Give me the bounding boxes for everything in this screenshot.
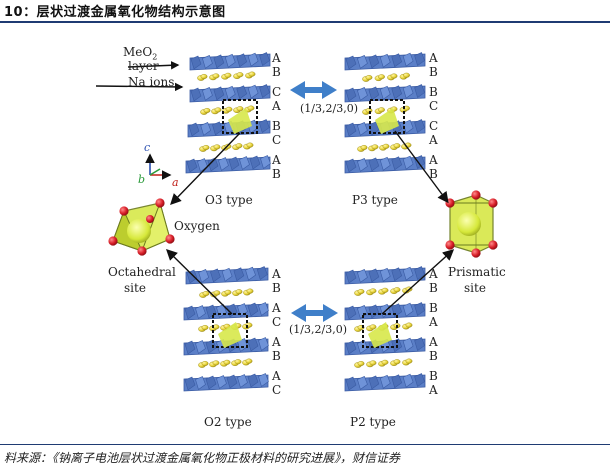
p2-stacking-letter: A [429,335,438,349]
p2-na-row-1 [354,286,413,296]
header-bar: 10：层状过渡金属氧化物结构示意图 [0,0,610,23]
o2-stacking-letter: B [272,349,281,363]
p3-stacking-letter: B [429,65,438,79]
o3-na-row-1 [197,71,256,81]
o2-layer-4 [183,373,269,392]
vector-label-bottom: (1/3,2/3,0) [289,323,347,336]
octahedral-label: Octahedral [108,265,176,279]
o3-type-label: O3 type [205,193,253,207]
na-ions-label: Na ions [128,75,175,89]
p2-stacking-letter: B [429,349,438,363]
o2-layer-2 [183,302,269,321]
translation-arrows [290,81,338,322]
o2-layer-1 [185,266,269,285]
prismatic-site-label: site [464,281,486,295]
header-divider [0,21,610,23]
p3-na-row-3 [357,142,412,152]
vector-label-top: (1/3,2/3,0) [300,102,358,115]
o2-stacking-letter: A [272,369,281,383]
o2-stacking-letter: A [272,335,281,349]
axis-c-label: c [144,141,151,154]
p2-layer-3 [344,337,426,356]
octahedral-site-label: site [124,281,146,295]
site-arrows [95,61,455,315]
p3-layer-4 [344,155,426,174]
structure-diagram: MeO2 layer Na ions O3 type P3 type O2 ty… [0,23,610,443]
o3-stacking-letter: A [272,153,281,167]
o3-stacking-letter: A [272,99,281,113]
figure-title: 10：层状过渡金属氧化物结构示意图 [4,5,226,20]
p2-type-label: P2 type [350,415,396,429]
p3-type-label: P3 type [352,193,398,207]
p2-layer-4 [344,373,426,392]
p3-stacking-letter: B [429,167,438,181]
footer-divider [0,444,610,445]
p3-stacking-letter: A [429,153,438,167]
p3-layer-1 [344,52,426,71]
p2-stacking-letter: B [429,281,438,295]
o3-stacking-letter: A [272,51,281,65]
o2-type-label: O2 type [204,415,252,429]
o3-layer-4 [185,155,271,174]
meo2-text: MeO [123,45,153,59]
p2-na-row-3 [354,358,413,368]
p3-stacking-letter: B [429,85,438,99]
prismatic-polyhedron [445,190,498,258]
o2-stacking-letter: A [272,301,281,315]
o3-stacking-letter: C [272,133,282,147]
meo2-subscript: 2 [152,52,158,62]
prismatic-label: Prismatic [448,265,506,279]
o2-na-row-1 [199,288,254,298]
p3-stacking-letter: C [429,119,439,133]
site-highlights [212,99,405,348]
axis-indicator [145,153,172,180]
p3-layer-2 [344,84,426,103]
o3-stacking-letter: B [272,119,281,133]
p2-stacking-letter: A [429,315,438,329]
o2-na-row-3 [198,358,253,368]
o3-na-row-3 [199,142,254,152]
p3-stacking-letter: C [429,99,439,113]
o3-layer-2 [189,84,271,103]
o2-stacking-letter: A [272,267,281,281]
axis-a-label: a [172,176,179,189]
p2-layer-1 [344,266,426,285]
o3-stacking-letter: B [272,65,281,79]
p3-stacking-letter: A [429,133,438,147]
o2-stacking-letter: C [272,383,282,397]
p2-stacking-letter: B [429,369,438,383]
p3-stacking-letter: A [429,51,438,65]
o3-stacking-letter: C [272,85,282,99]
meo2-label: MeO2 [123,45,157,61]
o3-stacking-letter: B [272,167,281,181]
structure-svg [95,52,498,392]
o2-stacking-letter: B [272,281,281,295]
oxygen-label: Oxygen [174,219,220,233]
o3-layer-1 [189,52,271,71]
p3-na-row-1 [362,72,410,82]
p2-stacking-letter: B [429,301,438,315]
p3-na-row-2 [362,105,410,115]
o2-stacking-letter: C [272,315,282,329]
octahedral-polyhedron [108,198,175,256]
source-note: 料来源：《钠离子电池层状过渡金属氧化物正极材料的研究进展》，财信证券 [4,451,401,465]
p2-stacking-letter: A [429,267,438,281]
p2-stacking-letter: A [429,383,438,397]
layer-label: layer [128,59,159,73]
axis-b-label: b [138,173,146,186]
